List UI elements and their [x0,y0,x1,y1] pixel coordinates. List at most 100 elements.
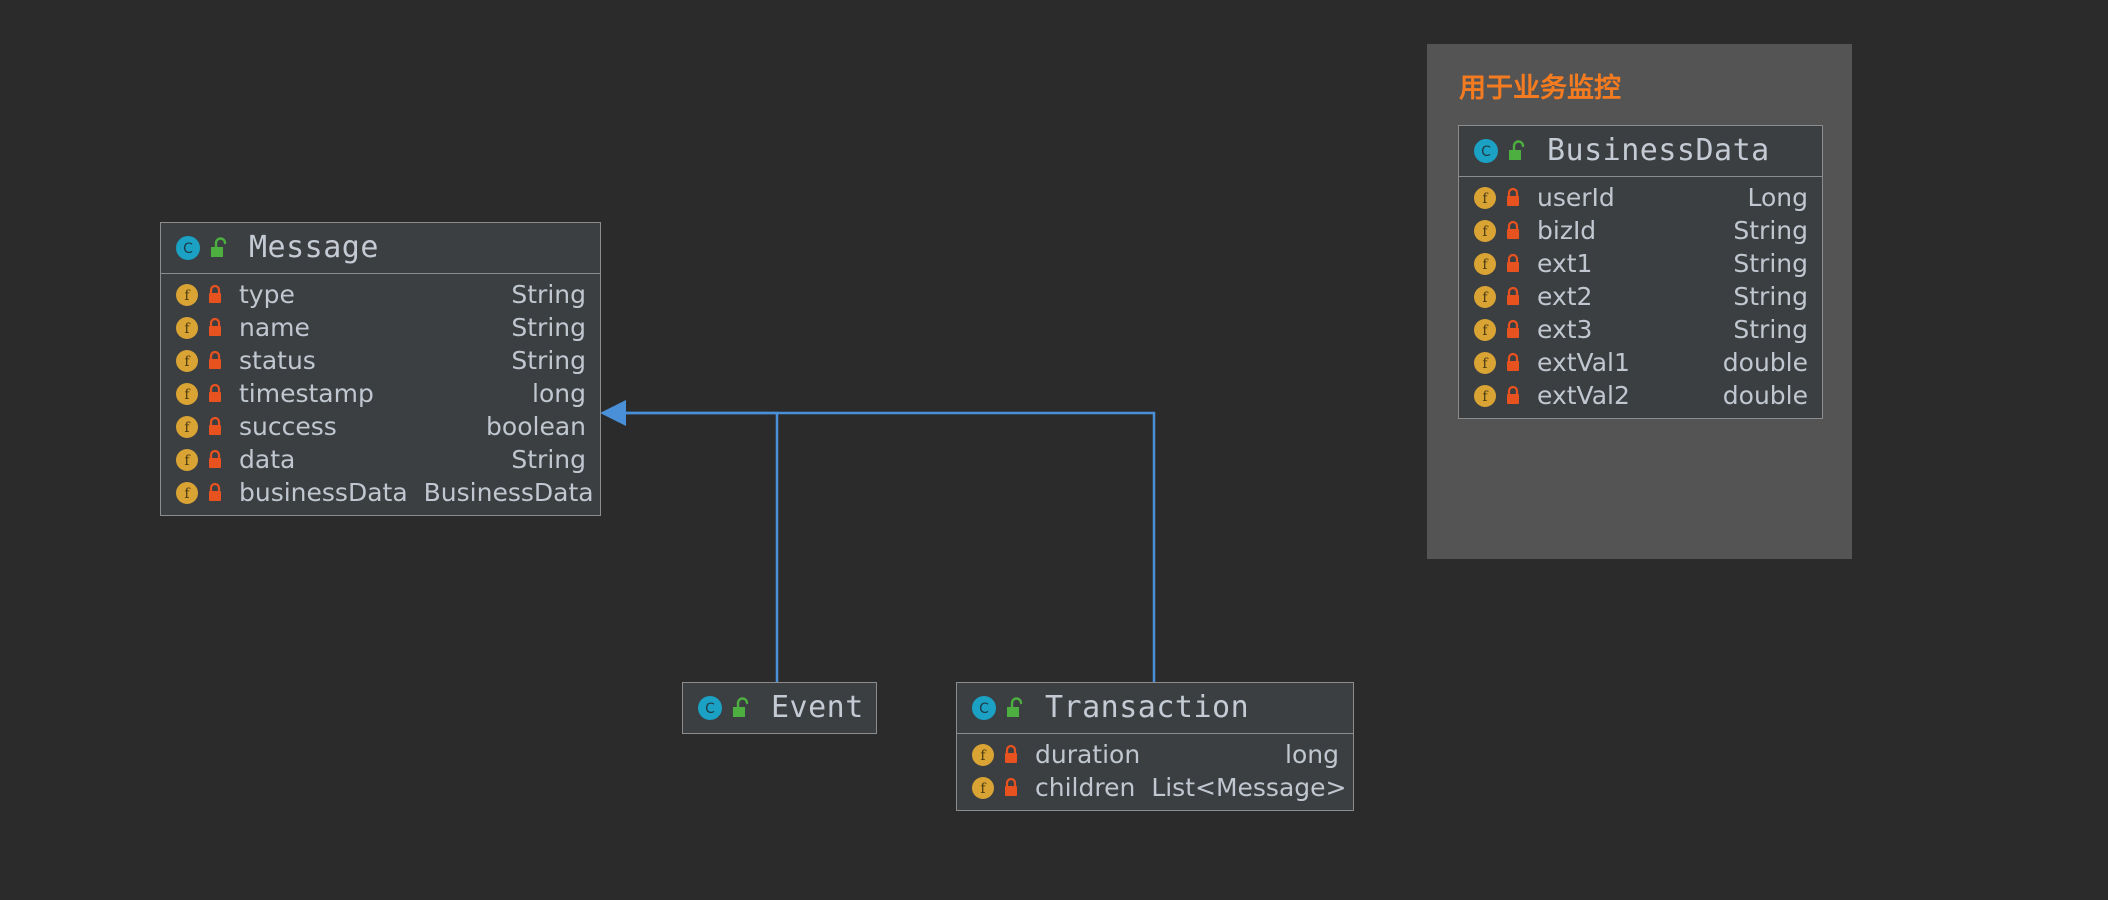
uml-class-businessdata[interactable]: C BusinessData f [1458,125,1823,419]
field-row[interactable]: f extVal1 double [1459,346,1822,379]
svg-text:f: f [184,387,191,403]
field-icon: f [175,349,199,373]
field-type: String [1733,315,1808,344]
field-name: timestamp [239,379,374,408]
svg-text:f: f [1482,224,1489,240]
svg-text:f: f [1482,257,1489,273]
class-icon: C [697,695,723,721]
uml-class-event[interactable]: C Event [682,682,877,734]
field-row[interactable]: f ext2 String [1459,280,1822,313]
svg-text:C: C [183,241,193,257]
class-header-message[interactable]: C Message [161,223,600,274]
svg-text:f: f [184,453,191,469]
lock-icon [205,415,225,439]
lock-icon [1503,252,1523,276]
svg-text:f: f [980,748,987,764]
inheritance-arrowhead-icon [600,400,626,426]
field-row[interactable]: f bizId String [1459,214,1822,247]
field-row[interactable]: f success boolean [161,410,600,443]
field-name: extVal1 [1537,348,1630,377]
field-type: boolean [486,412,586,441]
field-type: String [511,313,586,342]
field-row[interactable]: f extVal2 double [1459,379,1822,412]
field-icon: f [1473,219,1497,243]
field-row[interactable]: f name String [161,311,600,344]
svg-text:C: C [705,701,715,717]
class-header-businessdata[interactable]: C BusinessData [1459,126,1822,177]
field-type: String [1733,216,1808,245]
field-type: double [1722,381,1808,410]
lock-icon [1001,743,1021,767]
unlock-icon [209,236,231,260]
field-icon: f [1473,318,1497,342]
field-name: extVal2 [1537,381,1630,410]
svg-text:f: f [980,781,987,797]
class-fields-transaction: f duration long f [957,734,1353,810]
field-row[interactable]: f status String [161,344,600,377]
field-name: ext3 [1537,315,1593,344]
field-row[interactable]: f data String [161,443,600,476]
field-row[interactable]: f ext1 String [1459,247,1822,280]
field-type: double [1722,348,1808,377]
field-row[interactable]: f businessData BusinessData [161,476,600,509]
field-icon: f [971,776,995,800]
class-icon: C [1473,138,1499,164]
svg-text:f: f [184,354,191,370]
field-icon: f [175,283,199,307]
uml-class-transaction[interactable]: C Transaction f [956,682,1354,811]
field-icon: f [175,316,199,340]
field-name: name [239,313,310,342]
connector-event-to-message [620,411,779,682]
field-icon: f [1473,285,1497,309]
svg-text:f: f [1482,191,1489,207]
field-type: String [511,346,586,375]
field-name: data [239,445,296,474]
group-label: 用于业务监控 [1459,73,1621,104]
lock-icon [1503,384,1523,408]
svg-text:f: f [1482,356,1489,372]
field-type: String [511,445,586,474]
field-icon: f [1473,351,1497,375]
field-row[interactable]: f type String [161,278,600,311]
field-type: List<Message> [1151,773,1347,802]
field-name: bizId [1537,216,1597,245]
lock-icon [1503,186,1523,210]
svg-text:f: f [184,420,191,436]
field-row[interactable]: f userId Long [1459,181,1822,214]
field-name: status [239,346,316,375]
svg-text:f: f [1482,323,1489,339]
field-row[interactable]: f duration long [957,738,1353,771]
lock-icon [205,382,225,406]
class-header-event[interactable]: C Event [683,683,876,733]
svg-text:f: f [184,288,191,304]
class-icon: C [175,235,201,261]
uml-class-message[interactable]: C Message f [160,222,601,516]
field-name: type [239,280,295,309]
field-name: duration [1035,740,1141,769]
field-name: ext1 [1537,249,1593,278]
class-header-transaction[interactable]: C Transaction [957,683,1353,734]
class-fields-businessdata: f userId Long f [1459,177,1822,418]
lock-icon [205,481,225,505]
svg-text:f: f [1482,290,1489,306]
field-icon: f [175,448,199,472]
class-name-event: Event [771,690,864,725]
field-type: String [511,280,586,309]
class-name-transaction: Transaction [1045,690,1250,725]
field-icon: f [175,415,199,439]
svg-text:C: C [979,701,989,717]
unlock-icon [1005,696,1027,720]
field-type: BusinessData [423,478,594,507]
lock-icon [205,283,225,307]
field-name: ext2 [1537,282,1593,311]
field-row[interactable]: f timestamp long [161,377,600,410]
field-icon: f [1473,186,1497,210]
field-type: long [532,379,586,408]
lock-icon [1503,318,1523,342]
lock-icon [1001,776,1021,800]
field-row[interactable]: f ext3 String [1459,313,1822,346]
svg-text:f: f [184,486,191,502]
field-icon: f [175,481,199,505]
field-row[interactable]: f children List<Message> [957,771,1353,804]
